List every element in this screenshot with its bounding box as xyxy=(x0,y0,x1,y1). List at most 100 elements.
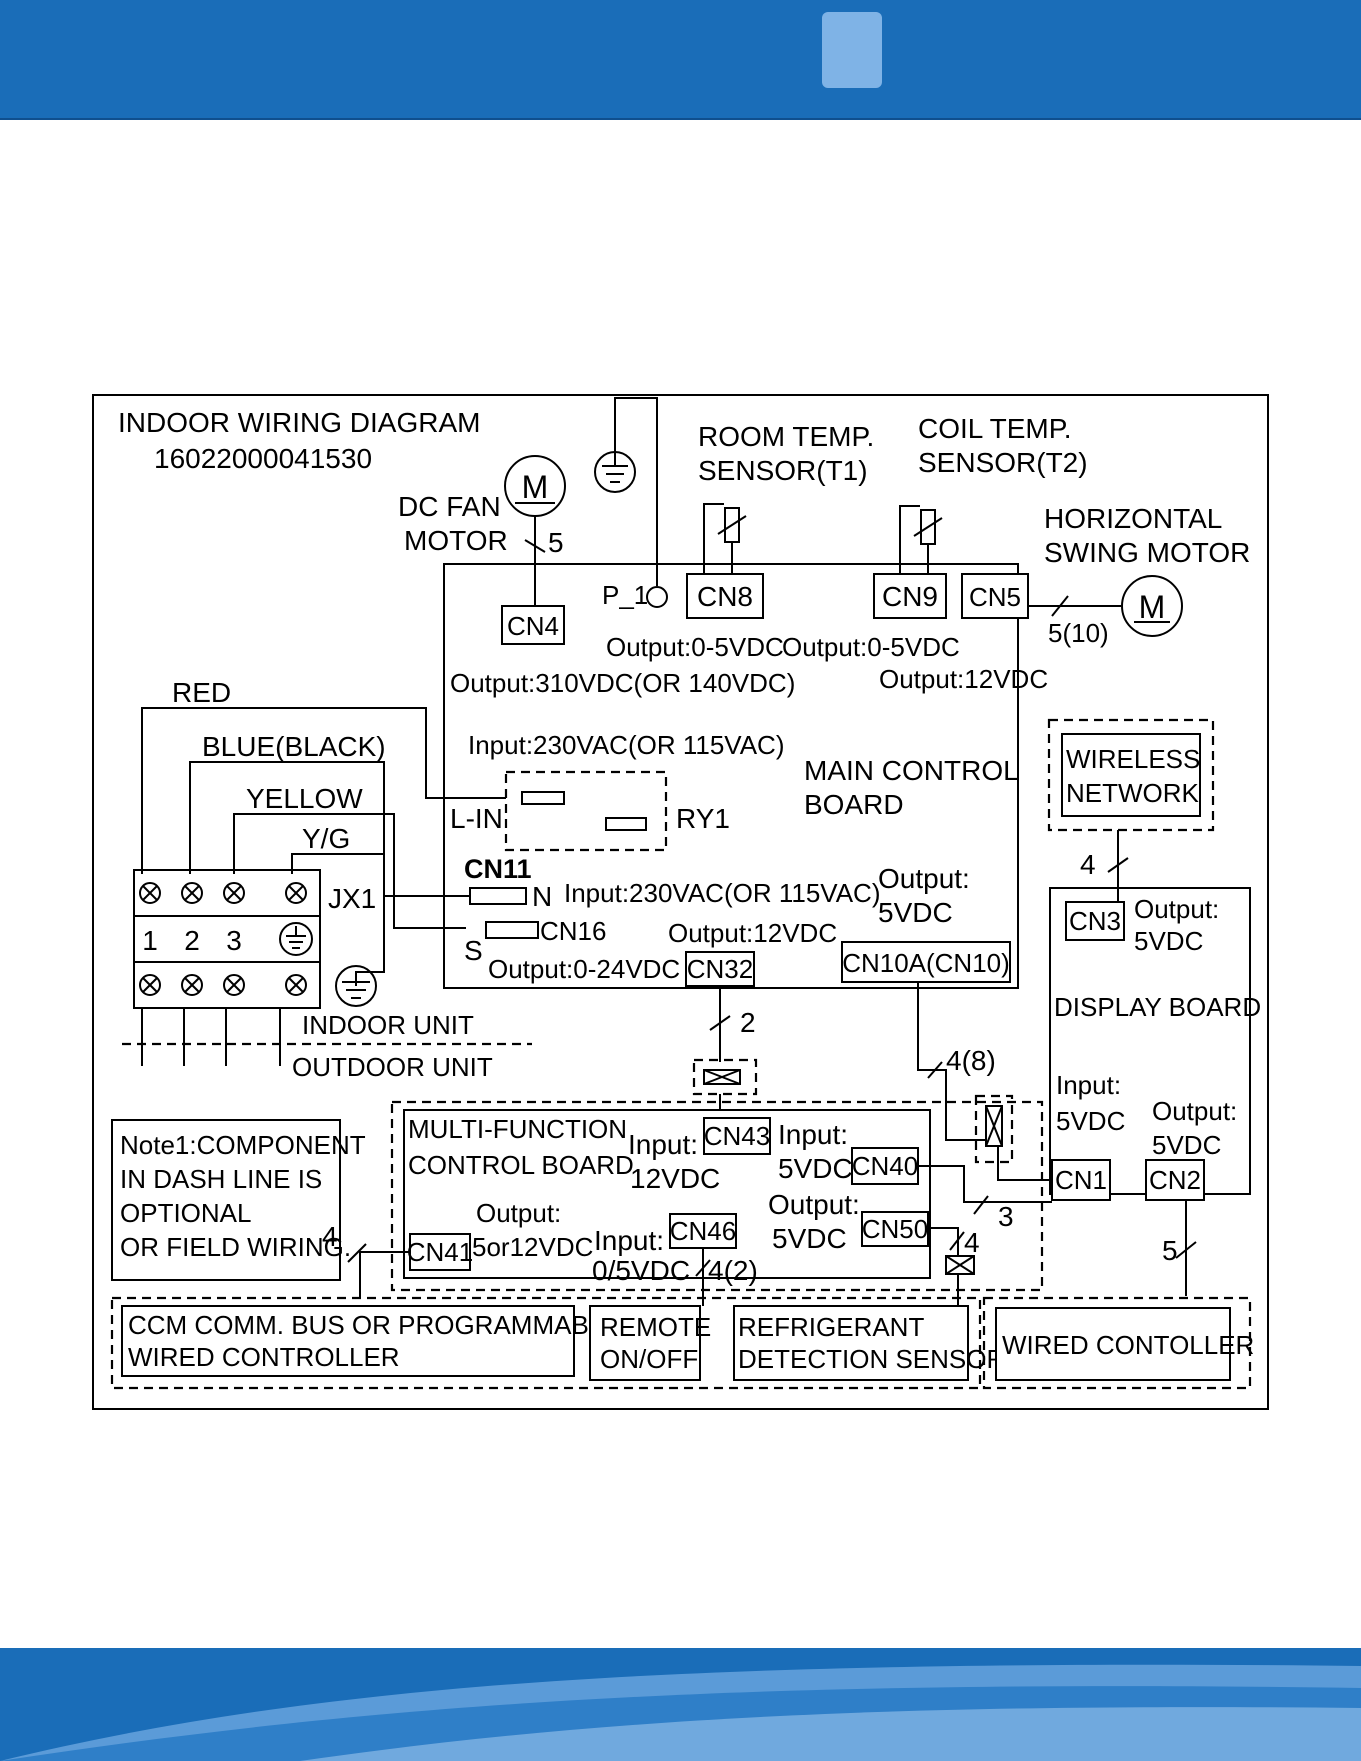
cn2-output-2: 5VDC xyxy=(1152,1130,1221,1160)
cn32-output: Output:12VDC xyxy=(668,918,837,948)
note-line-3: OPTIONAL xyxy=(120,1198,251,1228)
diagram-code: 16022000041530 xyxy=(154,443,372,474)
wire-yg-label: Y/G xyxy=(302,823,350,854)
note-box xyxy=(111,1119,341,1281)
page-footer-wave xyxy=(0,1648,1361,1761)
cn9-output: Output:0-5VDC xyxy=(782,632,960,662)
remote-onoff-box xyxy=(589,1305,701,1381)
wire-red xyxy=(141,707,506,874)
refrigerant-sensor-box xyxy=(733,1305,969,1381)
cn2-output-1: Output: xyxy=(1152,1096,1237,1126)
connector-cn11 xyxy=(469,887,527,905)
cn41-label: CN41 xyxy=(407,1237,473,1267)
swing-motor-icon xyxy=(1121,575,1183,637)
connector-cn3 xyxy=(1065,901,1125,941)
n-label: N xyxy=(532,881,552,912)
indoor-unit-label: INDOOR UNIT xyxy=(302,1010,474,1040)
page-header-bar xyxy=(0,0,1361,120)
p1-terminal xyxy=(646,586,668,608)
cn10-output-2: 5VDC xyxy=(878,897,953,928)
header-tab-marker xyxy=(822,12,882,88)
coil-sensor-label-1: COIL TEMP. xyxy=(918,413,1072,444)
wired-controller-label: WIRED CONTOLLER xyxy=(1002,1330,1254,1360)
note-line-2: IN DASH LINE IS xyxy=(120,1164,322,1194)
cn43-input-1: Input: xyxy=(628,1129,698,1160)
cn46-input-1: Input: xyxy=(594,1225,664,1256)
connector-cn16 xyxy=(485,921,539,939)
connector-cn4 xyxy=(501,605,565,645)
cn40-input-1: Input: xyxy=(778,1119,848,1150)
cn50-output-2: 5VDC xyxy=(772,1223,847,1254)
swing-wire-count: 5(10) xyxy=(1048,618,1109,648)
wireless-wire-count: 4 xyxy=(1080,849,1096,880)
wire-red-label: RED xyxy=(172,677,231,708)
cn2-wire-count: 5 xyxy=(1162,1235,1178,1266)
terminal-screws-bottom xyxy=(139,974,307,996)
remote-label-1: REMOTE xyxy=(600,1312,711,1342)
room-sensor-label-1: ROOM TEMP. xyxy=(698,421,874,452)
cn9-label: CN9 xyxy=(882,581,938,612)
refrig-label-1: REFRIGERANT xyxy=(738,1312,924,1342)
cn43-label: CN43 xyxy=(704,1121,770,1151)
fan-wire-count: 5 xyxy=(548,527,564,558)
fan-motor-symbol: M xyxy=(522,469,549,505)
cn41-output-2: 5or12VDC xyxy=(472,1232,593,1262)
wireless-label-2: NETWORK xyxy=(1066,778,1200,808)
cn5-output: Output:12VDC xyxy=(879,664,1048,694)
fan-motor-label-1: DC FAN xyxy=(398,491,501,522)
cn11-label: CN11 xyxy=(464,854,532,884)
input-n-label: Input:230VAC(OR 115VAC) xyxy=(564,878,880,908)
yg-ground-icon xyxy=(335,965,377,1007)
cn50-output-1: Output: xyxy=(768,1189,860,1220)
p1-label: P_1 xyxy=(602,580,648,610)
diagram-title: INDOOR WIRING DIAGRAM xyxy=(118,407,480,438)
ground-wire xyxy=(614,397,658,586)
cn50-wire-count: 4 xyxy=(964,1227,980,1258)
connector-cn5 xyxy=(961,573,1029,619)
cn10-plug-dashed xyxy=(974,1094,1014,1164)
refrig-label-2: DETECTION SENSOR xyxy=(738,1344,1005,1374)
cn3-output-2: 5VDC xyxy=(1134,926,1203,956)
outdoor-unit-label: OUTDOOR UNIT xyxy=(292,1052,493,1082)
cn1-input-2: 5VDC xyxy=(1056,1106,1125,1136)
cn5-label: CN5 xyxy=(969,582,1021,612)
wire-blue-label: BLUE(BLACK) xyxy=(202,731,386,762)
wire-yellow-label: YELLOW xyxy=(246,783,363,814)
swing-motor-label-2: SWING MOTOR xyxy=(1044,537,1250,568)
cn41-output-1: Output: xyxy=(476,1198,561,1228)
connector-cn10a xyxy=(841,941,1011,983)
mf-board-label-1: MULTI-FUNCTION xyxy=(408,1114,627,1144)
cn16-output: Output:0-24VDC xyxy=(488,954,680,984)
cn46-label: CN46 xyxy=(670,1216,736,1246)
cn10-wire-count: 4(8) xyxy=(946,1045,996,1076)
cn1-input-1: Input: xyxy=(1056,1070,1121,1100)
wired-controller-dashed xyxy=(982,1296,1252,1390)
connector-cn50 xyxy=(861,1211,929,1247)
terminal-screws-top xyxy=(139,882,307,904)
cn8-output: Output:0-5VDC xyxy=(606,632,784,662)
ccm-wire-count: 4 xyxy=(322,1221,338,1252)
ccm-label-1: CCM COMM. BUS OR PROGRAMMABLE xyxy=(128,1310,621,1340)
cn1-label: CN1 xyxy=(1055,1165,1107,1195)
cn8-label: CN8 xyxy=(697,581,753,612)
mf-board-label-2: CONTROL BOARD xyxy=(408,1150,634,1180)
wireless-label-1: WIRELESS xyxy=(1066,744,1200,774)
terminal-3: 3 xyxy=(226,925,242,956)
cn32-label: CN32 xyxy=(687,954,753,984)
input-lin-label: Input:230VAC(OR 115VAC) xyxy=(468,730,784,760)
fan-motor-label-2: MOTOR xyxy=(404,525,508,556)
cn40-label: CN40 xyxy=(852,1151,918,1181)
connector-cn1 xyxy=(1051,1159,1111,1201)
cn4-output: Output:310VDC(OR 140VDC) xyxy=(450,668,795,698)
cn32-wire-count: 2 xyxy=(740,1007,756,1038)
terminal-1: 1 xyxy=(142,925,158,956)
terminal-ground-icon xyxy=(279,922,313,956)
cn46-input-2: 0/5VDC xyxy=(592,1255,690,1286)
connector-cn43 xyxy=(703,1117,771,1155)
l-in-label: L-IN xyxy=(450,803,503,834)
wireless-network-dashed xyxy=(1047,718,1215,832)
mf-board-dashed xyxy=(390,1100,1044,1292)
cn2-label: CN2 xyxy=(1149,1165,1201,1195)
cn32-plug-dashed xyxy=(692,1058,758,1096)
note-line-1: Note1:COMPONENT xyxy=(120,1130,366,1160)
